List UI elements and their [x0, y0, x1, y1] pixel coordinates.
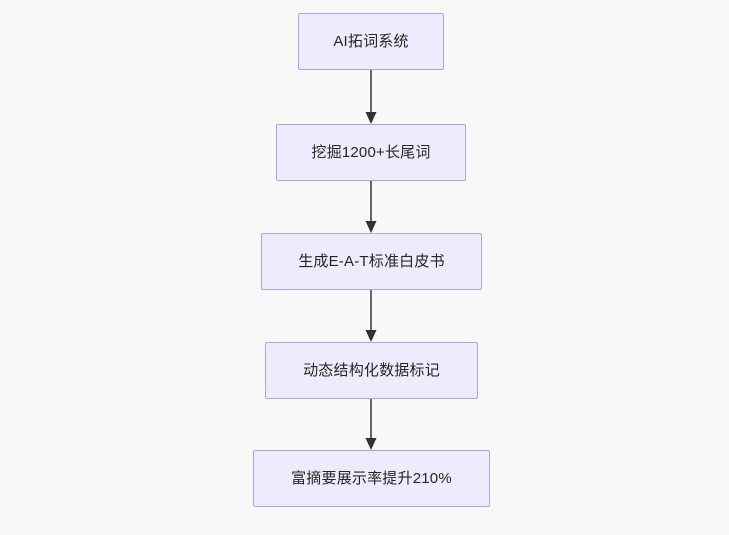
flow-node-label: 动态结构化数据标记 — [303, 362, 440, 379]
flow-node-label: AI拓词系统 — [333, 33, 409, 50]
connector-node-2-to-node-3 — [358, 181, 384, 233]
connector-node-4-to-node-5 — [358, 399, 384, 450]
flow-node-label: 富摘要展示率提升210% — [291, 470, 452, 487]
flow-node-dynamic-structured-data-markup[interactable]: 动态结构化数据标记 — [265, 342, 478, 399]
connector-node-3-to-node-4 — [358, 290, 384, 342]
flow-node-label: 挖掘1200+长尾词 — [311, 144, 431, 161]
flow-node-eat-whitepaper-generation[interactable]: 生成E-A-T标准白皮书 — [261, 233, 482, 290]
connector-node-1-to-node-2 — [358, 70, 384, 124]
flow-node-label: 生成E-A-T标准白皮书 — [298, 253, 445, 270]
flow-node-ai-keyword-system[interactable]: AI拓词系统 — [298, 13, 444, 70]
flow-node-rich-snippet-impression-lift[interactable]: 富摘要展示率提升210% — [253, 450, 490, 507]
flow-node-longtail-keyword-mining[interactable]: 挖掘1200+长尾词 — [276, 124, 466, 181]
